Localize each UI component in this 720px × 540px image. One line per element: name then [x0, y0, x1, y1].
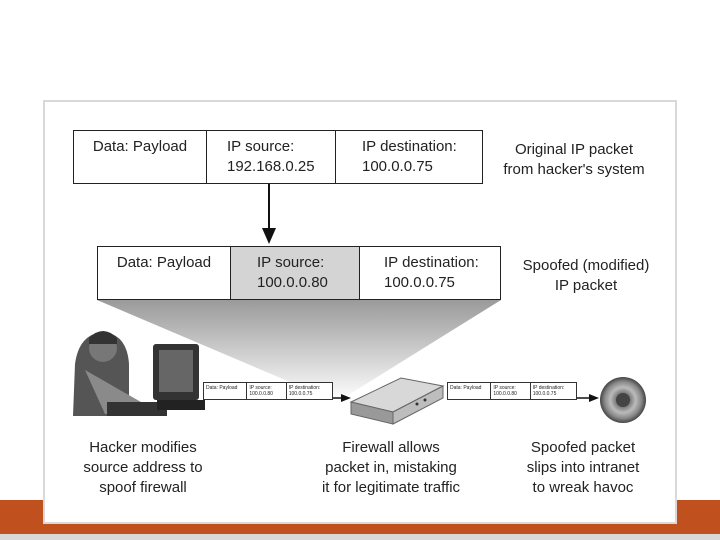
hacker-icon [73, 331, 167, 416]
spoofed-destination-cell: IP destination: 100.0.0.75 [360, 247, 500, 299]
figure-graphics [73, 184, 646, 425]
original-source-value: 192.168.0.25 [227, 158, 315, 175]
mini-source-label: IP source: [249, 385, 272, 391]
modify-arrow-head [262, 228, 276, 244]
original-source-label: IP source: [227, 138, 295, 155]
firewall-caption: Firewall allows packet in, mistaking it … [321, 439, 461, 496]
original-destination-label: IP destination: [362, 138, 457, 155]
mini-destination-value: 100.0.0.75 [532, 391, 557, 397]
mini-payload: Data: Payload [206, 385, 238, 391]
original-destination-cell: IP destination: 100.0.0.75 [336, 131, 482, 183]
original-source-cell: IP source: 192.168.0.25 [207, 131, 336, 183]
mini-payload: Data: Payload [450, 385, 482, 391]
mini-packet-after-firewall: Data: Payload IP source:100.0.0.80 IP de… [447, 382, 577, 400]
original-packet: Data: Payload IP source: 192.168.0.25 IP… [73, 130, 483, 184]
original-packet-label: Original IP packet from hacker's system [503, 141, 645, 178]
spoofed-source-label: IP source: [257, 254, 325, 271]
original-payload-cell: Data: Payload [74, 131, 207, 183]
spoofed-payload: Data: Payload [116, 254, 212, 271]
mini-source-label: IP source: [493, 385, 516, 391]
firewall-icon [349, 377, 445, 425]
hacker-caption: Hacker modifies source address to spoof … [83, 439, 203, 496]
mini-packet-before-firewall: Data: Payload IP source:100.0.0.80 IP de… [203, 382, 333, 400]
spoofed-source-cell: IP source: 100.0.0.80 [231, 247, 360, 299]
mini-source-value: 100.0.0.80 [493, 391, 517, 397]
original-destination-value: 100.0.0.75 [362, 158, 433, 175]
spoofed-packet: Data: Payload IP source: 100.0.0.80 IP d… [97, 246, 501, 300]
mini-destination-label: IP destination: [532, 385, 565, 391]
mini-destination-value: 100.0.0.75 [288, 391, 313, 397]
spoofed-packet-label: Spoofed (modified) IP packet [522, 257, 650, 294]
computer-icon [153, 344, 205, 410]
spoofed-destination-label: IP destination: [384, 254, 479, 271]
intranet-caption: Spoofed packet slips into intranet to wr… [526, 439, 640, 496]
mini-destination-label: IP destination: [288, 385, 321, 391]
spoofed-source-value: 100.0.0.80 [257, 274, 328, 291]
footer-strip [0, 534, 720, 540]
ip-spoofing-figure: Data: Payload IP source: 192.168.0.25 IP… [43, 100, 677, 524]
mini-source-value: 100.0.0.80 [249, 391, 273, 397]
spoofed-destination-value: 100.0.0.75 [384, 274, 455, 291]
projection-beam [97, 300, 501, 402]
original-payload: Data: Payload [92, 138, 188, 155]
spoofed-payload-cell: Data: Payload [98, 247, 231, 299]
